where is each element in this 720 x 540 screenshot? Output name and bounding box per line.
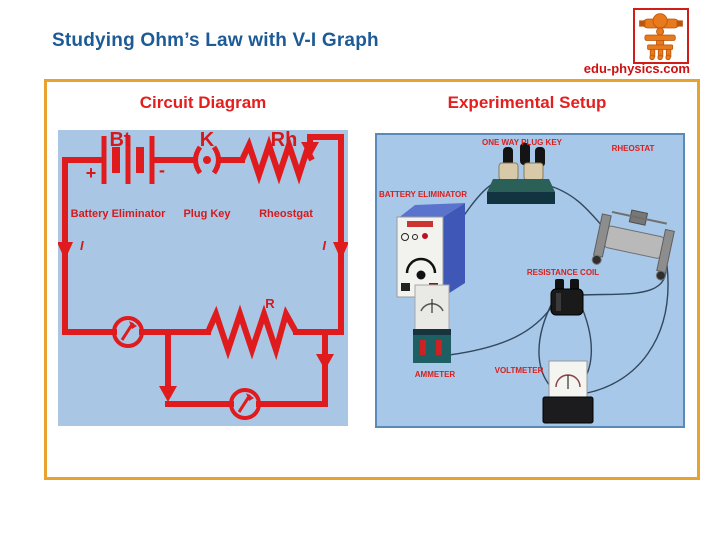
content-frame: Circuit Diagram Experimental Setup bbox=[44, 79, 700, 480]
page-title: Studying Ohm’s Law with V-I Graph bbox=[52, 30, 379, 51]
current-label-left: I bbox=[80, 238, 84, 253]
plug-key-symbol bbox=[193, 145, 221, 175]
circuit-diagram-panel: Bt + - Battery Eliminator K Plug Key Rh … bbox=[58, 130, 348, 426]
resistor-label: R bbox=[265, 296, 275, 311]
rheostat-symbol bbox=[239, 135, 315, 185]
battery-eliminator-device bbox=[396, 203, 465, 298]
setup-heading: Experimental Setup bbox=[447, 93, 607, 112]
rheostat-arrow bbox=[301, 137, 319, 158]
branch-arrow-up bbox=[316, 354, 334, 370]
battery-symbol bbox=[101, 136, 155, 184]
rheostat-symbol-label: Rh bbox=[271, 130, 298, 151]
plug-key-symbol-label: K bbox=[200, 130, 215, 151]
battery-minus-label: - bbox=[159, 160, 165, 180]
rheostat-name-label: Rheostgat bbox=[259, 208, 313, 220]
plug-key-name-label: Plug Key bbox=[183, 208, 231, 220]
branch-arrow-down bbox=[159, 386, 177, 402]
experimental-setup: ONE WAY PLUG KEY RHEOSTAT bbox=[379, 138, 675, 424]
battery-plus-label: + bbox=[86, 163, 97, 183]
ammeter-device-label: AMMETER bbox=[415, 370, 456, 379]
ammeter-device bbox=[413, 284, 451, 363]
experimental-setup-panel: ONE WAY PLUG KEY RHEOSTAT bbox=[375, 133, 685, 428]
battery-name-label: Battery Eliminator bbox=[71, 208, 166, 220]
surveying-instrument-icon bbox=[639, 13, 683, 61]
current-arrow-left bbox=[58, 242, 73, 260]
resistance-coil-device bbox=[550, 279, 584, 316]
plug-key-device bbox=[487, 143, 555, 204]
circuit-heading: Circuit Diagram bbox=[139, 93, 267, 112]
ammeter-symbol bbox=[112, 316, 144, 348]
voltmeter-symbol bbox=[229, 388, 261, 420]
resistance-coil-device-label: RESISTANCE COIL bbox=[527, 268, 599, 277]
rheostat-device-label: RHEOSTAT bbox=[612, 144, 655, 153]
logo-text: edu-physics.com bbox=[583, 61, 690, 76]
circuit-diagram: Bt + - Battery Eliminator K Plug Key Rh … bbox=[58, 130, 348, 420]
edu-physics-logo bbox=[633, 8, 689, 64]
battery-eliminator-device-label: BATTERY ELIMINATOR bbox=[379, 190, 467, 199]
voltmeter-device bbox=[542, 360, 594, 424]
plug-key-device-label: ONE WAY PLUG KEY bbox=[482, 138, 563, 147]
current-label-right: I bbox=[322, 238, 326, 253]
rheostat-device bbox=[591, 209, 675, 281]
resistor-symbol bbox=[205, 304, 299, 361]
current-arrow-right bbox=[333, 242, 348, 260]
battery-symbol-label: Bt bbox=[109, 130, 130, 151]
voltmeter-device-label: VOLTMETER bbox=[495, 366, 544, 375]
circuit-wires bbox=[62, 134, 344, 407]
